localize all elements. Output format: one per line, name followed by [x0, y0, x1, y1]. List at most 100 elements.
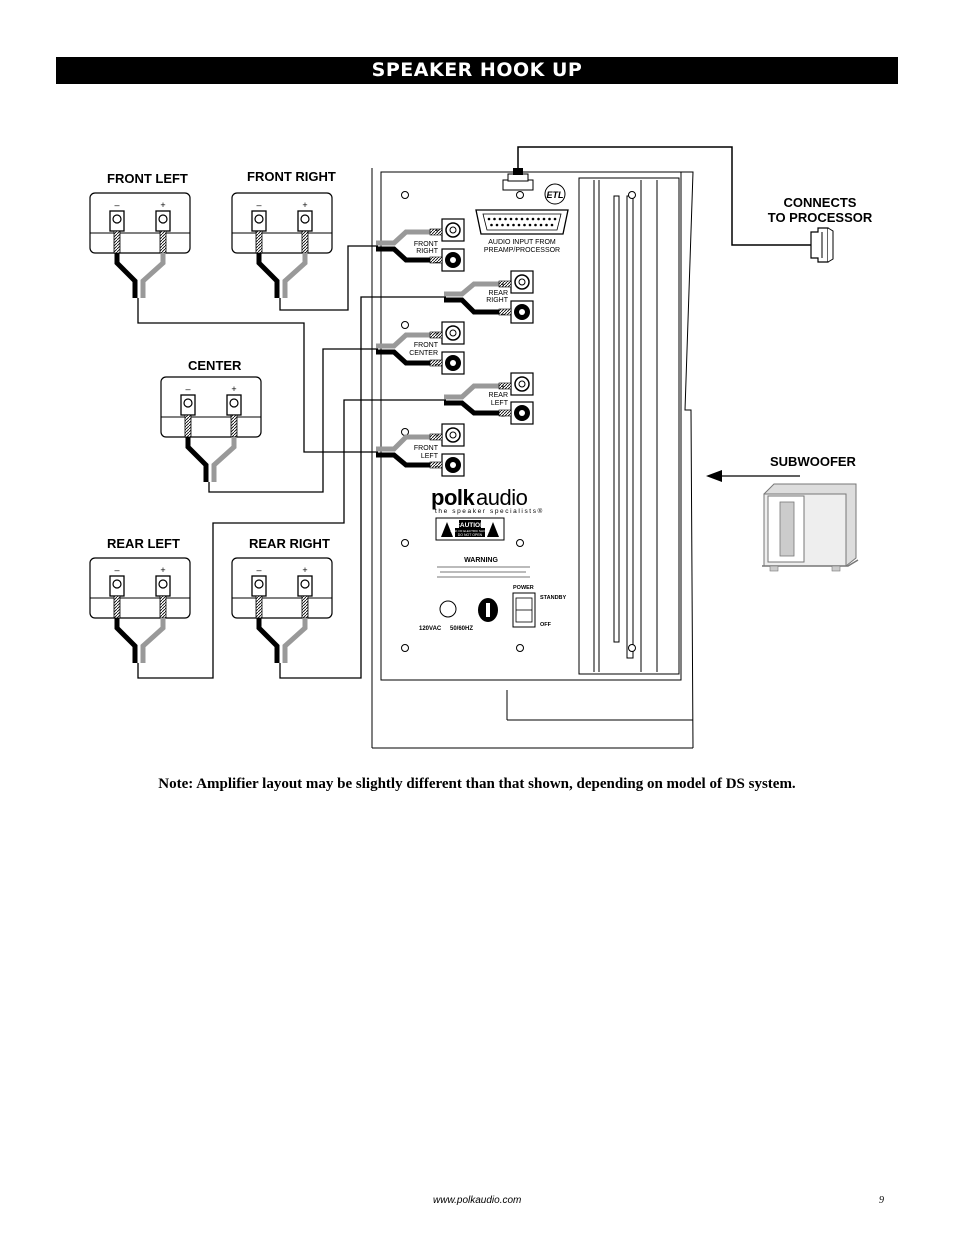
front-right-out-label-2: RIGHT — [416, 248, 439, 255]
connector-pin — [542, 217, 546, 221]
rear-left-minus-sign: – — [114, 565, 119, 575]
front-left-run — [137, 298, 378, 453]
rear-left-box-outline — [89, 557, 191, 619]
connector-pin — [509, 217, 513, 221]
rear-right-minus-post-nut — [254, 579, 264, 589]
center-minus-sign: – — [185, 384, 190, 394]
processor-cable — [502, 146, 834, 263]
connector-pin — [545, 223, 548, 227]
connector-pin — [501, 223, 504, 227]
rear-left-out-label-1: REAR — [489, 392, 508, 399]
rear-left-lead-black — [444, 400, 509, 416]
subwoofer-illustration — [762, 483, 859, 572]
front-right-run — [279, 245, 378, 311]
caution-text: CAUTION — [455, 522, 485, 529]
connector-pin — [490, 223, 493, 227]
jack-plus-mark: + — [501, 384, 505, 391]
rear-right-lead-plus-tip — [498, 280, 512, 288]
front-right-lead-gray — [376, 229, 440, 246]
connector-pin — [520, 217, 524, 221]
connector-pin — [531, 217, 535, 221]
rear-left-lead-plus-tip — [498, 382, 512, 390]
connector-pin — [539, 223, 543, 227]
connector-pin — [498, 217, 502, 221]
speaker-hookup-diagram: –+–+–+–+–+ FRONT LEFT FRONT RIGHT CENTER… — [89, 146, 873, 749]
to-processor-label: TO PROCESSOR — [768, 210, 873, 225]
front-left-out-label-1: FRONT — [414, 445, 439, 452]
center-terminal-box: –+ — [160, 376, 262, 482]
caution-sub-text-2: DO NOT OPEN — [458, 533, 483, 537]
voltage-label: 120VAC — [419, 626, 442, 632]
rear-right-out-label-1: REAR — [489, 290, 508, 297]
rear-right-plus-lead — [301, 595, 309, 619]
brand-tagline: the speaker specialists® — [435, 507, 544, 515]
rear-right-minus-lead — [255, 595, 263, 619]
connector-pin — [495, 223, 499, 227]
rear-left-gray-wire — [140, 618, 166, 663]
front-right-label: FRONT RIGHT — [247, 169, 336, 184]
front-left-black-wire — [114, 253, 138, 298]
power-label: POWER — [513, 585, 534, 591]
audio-input-label-1: AUDIO INPUT FROM — [488, 239, 556, 246]
front-right-lead-plus-tip — [429, 228, 443, 236]
footer-url: www.polkaudio.com — [433, 1195, 522, 1206]
warning-heading: WARNING — [464, 557, 498, 564]
connector-pin — [493, 217, 496, 221]
front-right-plus-post-nut — [300, 214, 310, 224]
front-left-lead-gray — [376, 434, 440, 452]
rear-left-plus-sign: + — [160, 565, 165, 575]
connector-pin — [506, 223, 510, 227]
rear-left-label: REAR LEFT — [107, 536, 180, 551]
front-left-lead-minus-tip — [429, 461, 443, 469]
center-gray-wire — [211, 437, 237, 482]
center-run — [208, 348, 378, 493]
front-right-gray-wire — [282, 253, 308, 298]
rear-right-lead-gray — [444, 281, 509, 297]
front-right-minus-post-nut — [254, 214, 264, 224]
front-center-lead-minus-tip — [429, 359, 443, 367]
rear-right-out-label-2: RIGHT — [486, 297, 509, 304]
rear-right-gray-wire — [282, 618, 308, 663]
rear-right-box-outline — [231, 557, 333, 619]
rear-left-lead-gray — [444, 383, 509, 400]
connects-label: CONNECTS — [784, 195, 857, 210]
standby-label: STANDBY — [540, 595, 567, 601]
connector-pin — [517, 223, 521, 227]
front-right-black-wire — [256, 253, 280, 298]
center-plus-lead — [230, 414, 238, 438]
amplifier-panel — [371, 168, 694, 749]
off-label: OFF — [540, 622, 552, 628]
jack-minus-mark: – — [501, 413, 505, 420]
connector-pin — [534, 223, 537, 227]
connector-pin — [526, 217, 529, 221]
rear-right-terminal-box: –+ — [231, 557, 333, 663]
connector-pin — [487, 217, 491, 221]
jack-plus-mark: + — [435, 331, 439, 338]
rear-right-lead-minus-tip — [498, 308, 512, 316]
jack-plus-mark: + — [435, 433, 439, 440]
front-right-plus-sign: + — [302, 200, 307, 210]
rear-left-terminal-box: –+ — [89, 557, 191, 663]
audio-input-label-2: PREAMP/PROCESSOR — [484, 247, 560, 254]
rear-right-plus-post-nut — [300, 579, 310, 589]
front-right-lead-black — [376, 246, 440, 263]
subwoofer-label: SUBWOOFER — [770, 454, 857, 469]
connector-pin — [512, 223, 515, 227]
connector-pin — [504, 217, 507, 221]
front-right-box-outline — [231, 192, 333, 254]
center-label: CENTER — [188, 358, 242, 373]
rear-left-plus-post-nut — [158, 579, 168, 589]
front-center-lead-black — [376, 349, 440, 366]
rear-left-output: REAR LEFT — [489, 372, 534, 425]
brand-polk: polk — [431, 485, 475, 510]
front-left-label: FRONT LEFT — [107, 171, 188, 186]
connector-pin — [553, 217, 557, 221]
jack-minus-mark: – — [501, 311, 505, 318]
center-minus-lead — [184, 414, 192, 438]
front-left-lead-plus-tip — [429, 433, 443, 441]
center-minus-post-nut — [183, 398, 193, 408]
front-center-lead-gray — [376, 332, 440, 349]
front-right-output: FRONT RIGHT — [414, 218, 465, 272]
rear-left-minus-post-nut — [112, 579, 122, 589]
front-left-out-label-2: LEFT — [421, 453, 439, 460]
